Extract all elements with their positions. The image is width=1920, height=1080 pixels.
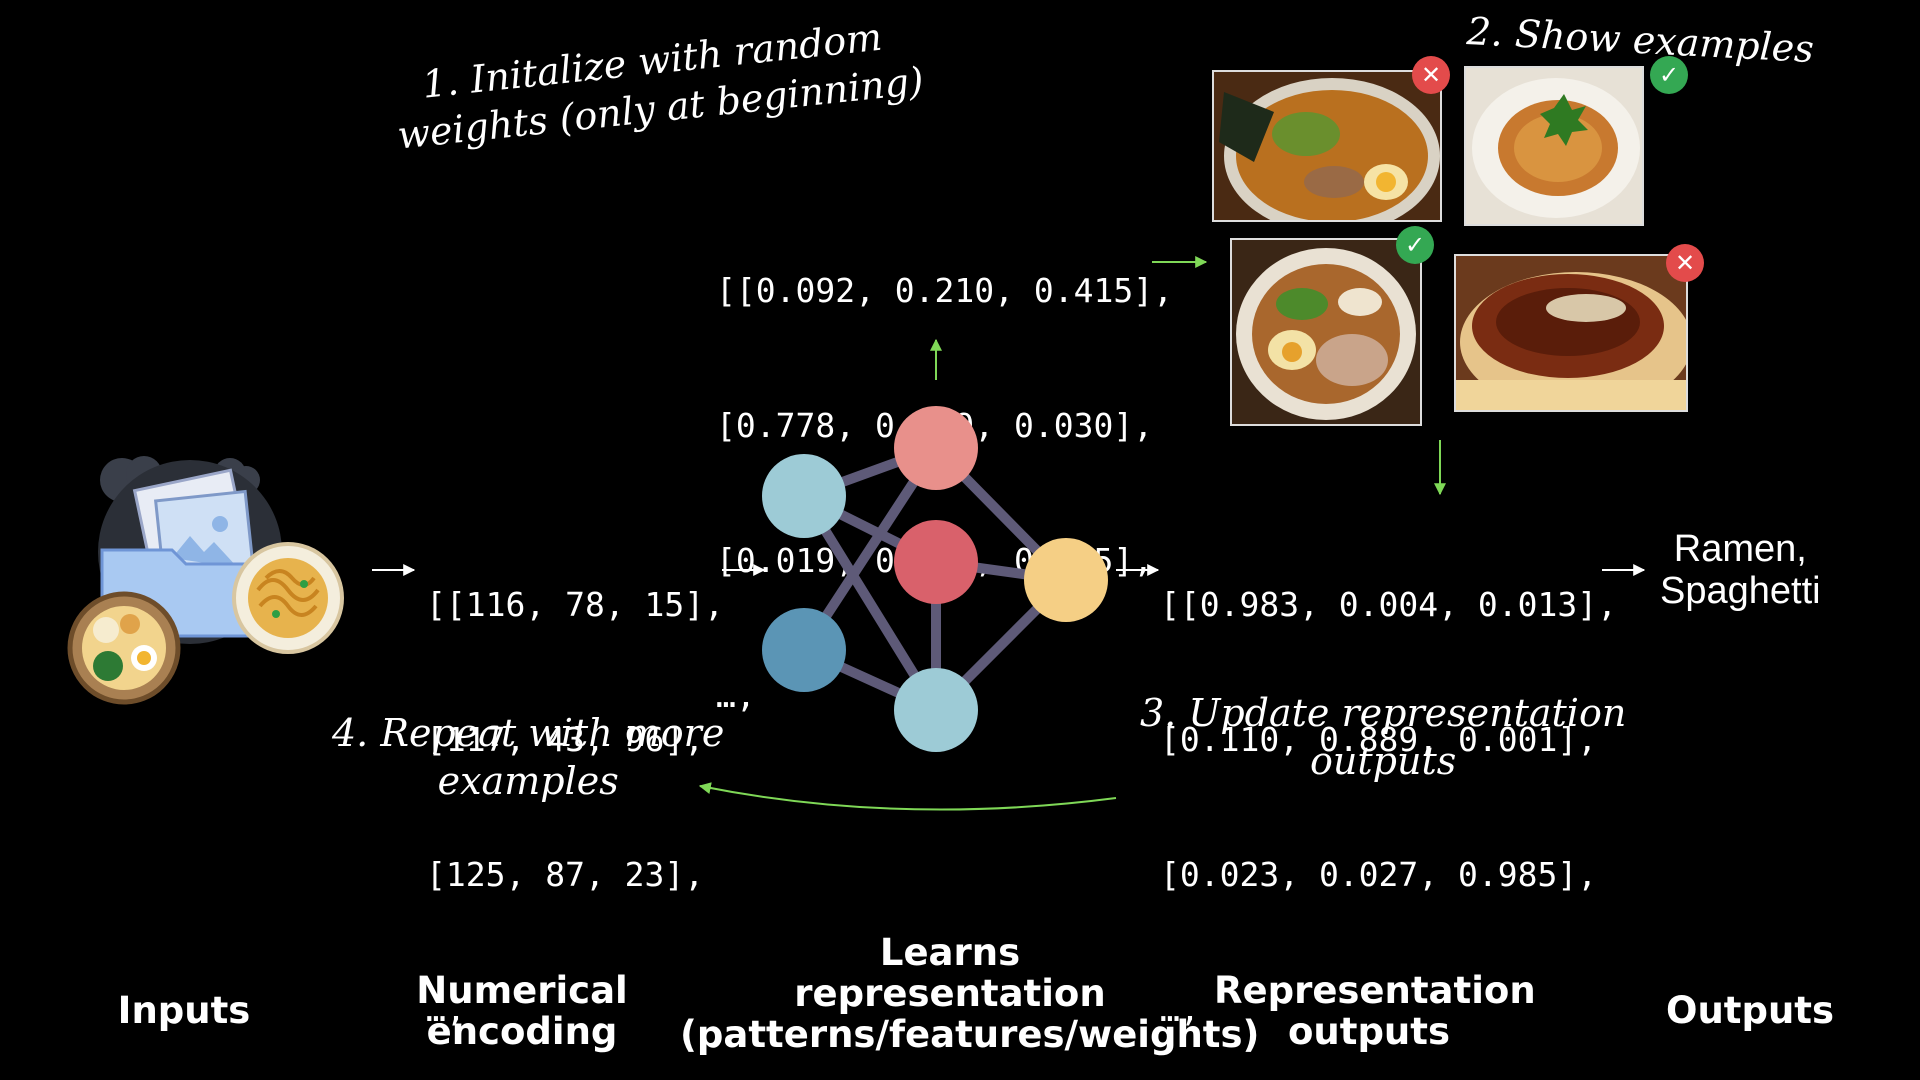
outputs-text-line-1: Ramen, [1673, 528, 1807, 570]
encoding-row-2: [117, 43, 96], [426, 720, 705, 759]
correct-mark-icon: ✓ [1396, 226, 1434, 264]
step-repeat-line-1: 4. Repeat with more [332, 711, 725, 755]
column-label-outputs: Outputs [1650, 990, 1850, 1031]
column-label-learns-line-2: representation [794, 972, 1106, 1015]
step-repeat-label: 4. Repeat with more examples [332, 710, 724, 805]
output-row-2: [0.110, 0.889, 0.001], [1160, 720, 1598, 759]
network-node-input-2 [762, 608, 846, 692]
column-label-encoding: Numerical encoding [402, 970, 642, 1052]
encoding-row-ellipsis: …, [426, 990, 466, 1029]
example-spaghetti-1 [1464, 66, 1644, 226]
step-update-label: 3. Update representation outputs [1140, 690, 1626, 785]
column-label-representation-outputs: Representation outputs [1214, 969, 1536, 1053]
correct-mark-icon: ✓ [1650, 56, 1688, 94]
column-label-inputs-line-1: Inputs [117, 989, 251, 1032]
weights-row-1: [[0.092, 0.210, 0.415], [716, 271, 1173, 310]
network-node-output [1024, 538, 1108, 622]
example-spaghetti-2 [1454, 254, 1688, 412]
weights-row-2: [0.778, 0.929, 0.030], [716, 406, 1154, 445]
column-label-learns-line-1: Learns [879, 931, 1021, 974]
network-node-hidden-1 [894, 406, 978, 490]
example-ramen-2 [1230, 238, 1422, 426]
column-label-encoding-line-1: Numerical [416, 969, 628, 1012]
column-label-inputs: Inputs [84, 990, 284, 1031]
ramen-bowl-icon [67, 591, 181, 705]
encoding-row-3: [125, 87, 23], [426, 855, 705, 894]
ramen-photo-art [1214, 72, 1440, 220]
output-matrix: [[0.983, 0.004, 0.013], [0.110, 0.889, 0… [1160, 492, 1617, 1077]
arrow-repeat-loop [698, 782, 1117, 811]
encoding-matrix: [[116, 78, 15], [117, 43, 96], [125, 87,… [426, 492, 724, 1077]
step-update-line-1: 3. Update representation [1140, 691, 1627, 735]
spaghetti-bowl-icon [232, 542, 344, 654]
network-node-input-1 [762, 454, 846, 538]
spaghetti-photo-art-2 [1456, 256, 1686, 410]
column-label-learns: Learns representation (patterns/features… [680, 931, 1260, 1056]
encoding-row-1: [[116, 78, 15], [426, 585, 725, 624]
column-label-representation-outputs-line-1: Representation [1214, 969, 1536, 1012]
incorrect-mark-icon: ✕ [1412, 56, 1450, 94]
column-label-learns-line-3: (patterns/features/weights) [680, 1013, 1260, 1056]
step-update-line-2: outputs [1310, 738, 1457, 783]
ramen-photo-art-2 [1232, 240, 1420, 424]
weights-row-ellipsis: …, [716, 676, 756, 715]
output-row-ellipsis: …, [1160, 990, 1200, 1029]
output-row-3: [0.023, 0.027, 0.985], [1160, 855, 1598, 894]
network-node-hidden-2 [894, 520, 978, 604]
outputs-text-line-2: Spaghetti [1660, 570, 1821, 612]
column-label-outputs-line-1: Outputs [1665, 989, 1835, 1032]
output-row-1: [[0.983, 0.004, 0.013], [1160, 585, 1617, 624]
neural-network [762, 406, 1108, 752]
incorrect-mark-icon: ✕ [1666, 244, 1704, 282]
column-label-encoding-line-2: encoding [426, 1010, 618, 1053]
column-label-representation-outputs-line-2: outputs [1288, 1010, 1450, 1053]
outputs-text: Ramen, Spaghetti [1660, 528, 1821, 612]
network-node-hidden-3 [894, 668, 978, 752]
step-repeat-line-2: examples [437, 758, 619, 803]
spaghetti-photo-art [1466, 68, 1642, 224]
example-ramen-1 [1212, 70, 1442, 222]
inputs-illustration [67, 456, 344, 705]
